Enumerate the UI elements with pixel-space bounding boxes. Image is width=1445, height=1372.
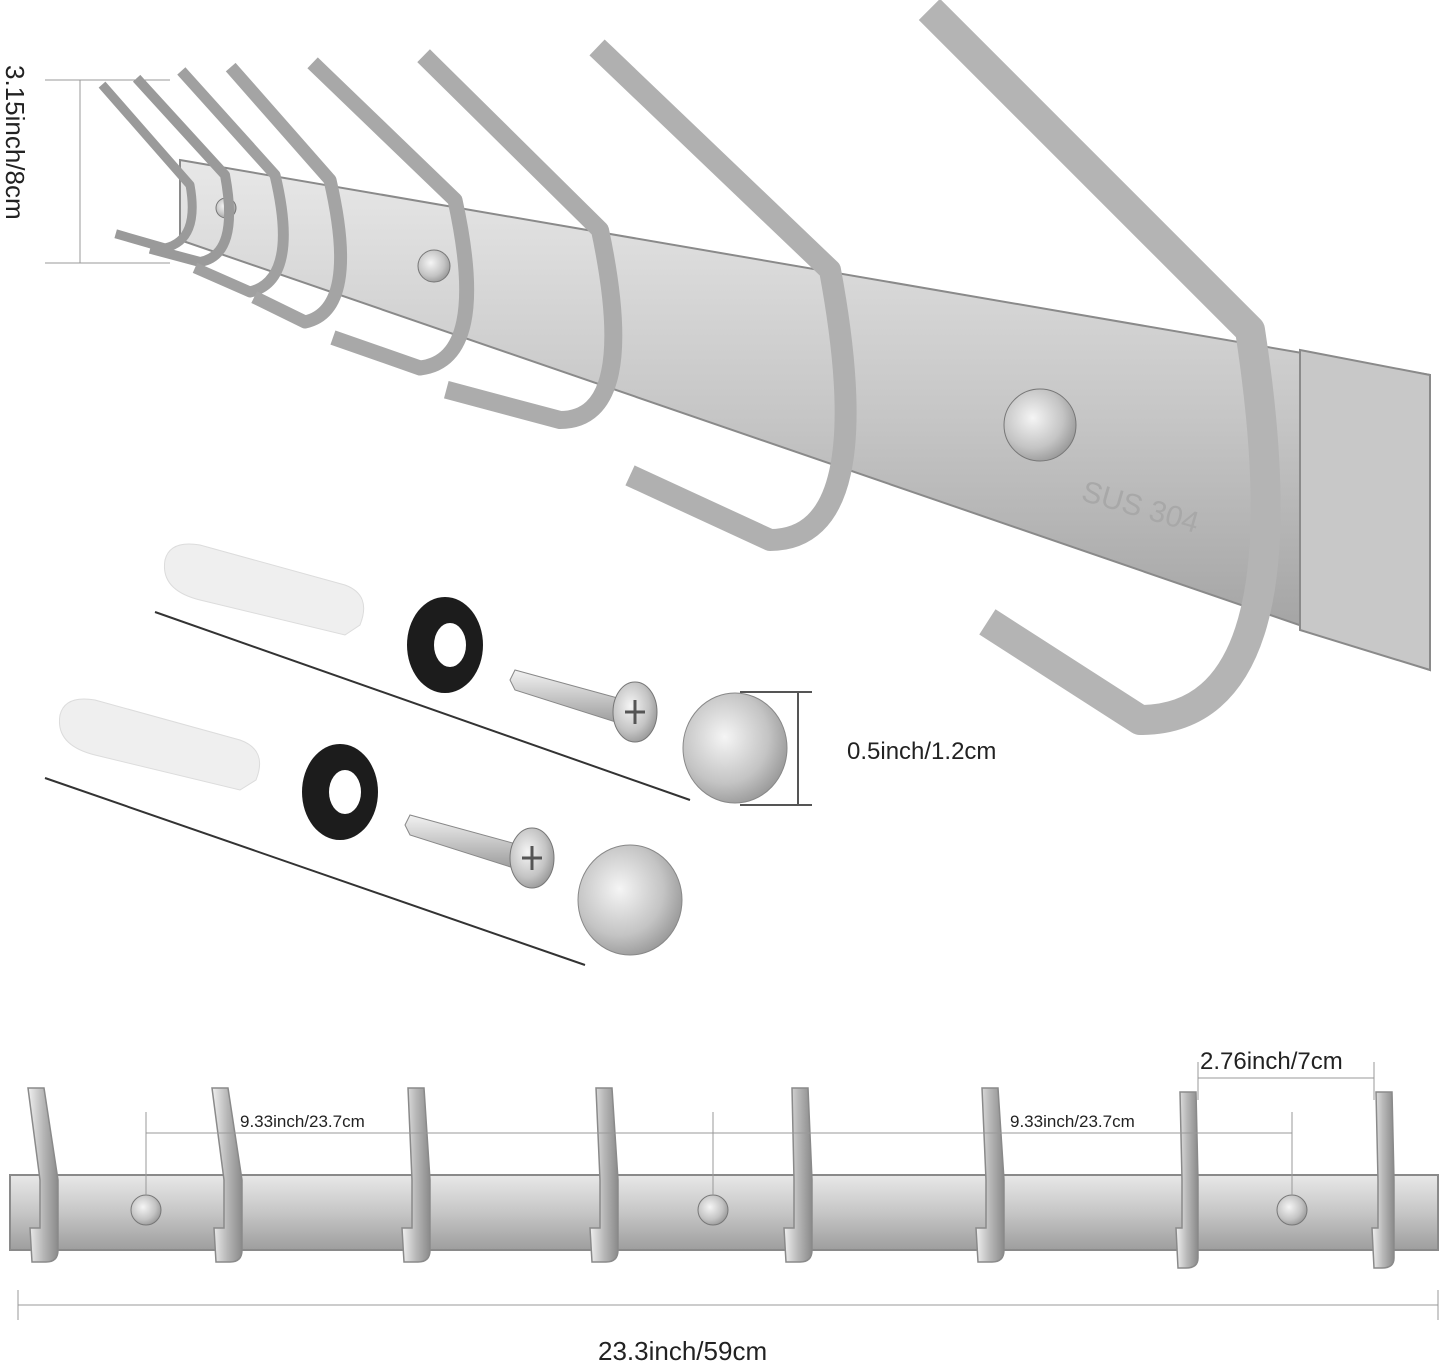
hook [27, 1087, 59, 1263]
screw [509, 669, 658, 743]
wall-anchor [58, 698, 260, 791]
hook [1371, 1091, 1395, 1269]
hook [918, 0, 1281, 735]
cap-diameter-label: 0.5inch/1.2cm [847, 738, 997, 765]
front-dimensions [17, 1062, 1439, 1320]
hook [177, 67, 289, 298]
rubber-washer-hole [329, 770, 361, 814]
hole-spacing-left-label: 9.33inch/23.7cm [240, 1112, 365, 1131]
wall-anchor [163, 543, 365, 636]
hook-height-label: 3.15inch/8cm [0, 65, 30, 220]
rack-screw-cap [130, 1194, 162, 1226]
rubber-washer-hole [434, 623, 466, 667]
decorative-cap [682, 692, 788, 804]
rack-screw-cap [1276, 1194, 1308, 1226]
hook [1175, 1091, 1199, 1269]
hook-height-dimension [45, 79, 170, 264]
rack-screw-cap [697, 1194, 729, 1226]
rack-end-plate [1299, 348, 1431, 672]
front-view-rack [9, 1087, 1439, 1269]
hook-spacing-label: 2.76inch/7cm [1200, 1048, 1343, 1075]
hook [98, 81, 197, 253]
rack-screw-cap [1003, 388, 1077, 462]
hook [401, 1087, 431, 1263]
hook [132, 74, 235, 267]
hook [225, 62, 348, 329]
decorative-cap [577, 844, 683, 956]
hole-spacing-right-label: 9.33inch/23.7cm [1010, 1112, 1135, 1131]
mounting-hardware [44, 543, 788, 966]
perspective-hooks [98, 0, 1281, 735]
total-length-label: 23.3inch/59cm [598, 1336, 768, 1366]
rack-screw-cap [417, 249, 451, 283]
hook [975, 1087, 1005, 1263]
hook [211, 1087, 243, 1263]
assembly-axis-line [154, 611, 691, 801]
hook [307, 57, 475, 376]
assembly-axis-line [44, 777, 586, 966]
hook [783, 1087, 813, 1263]
hook [589, 1087, 619, 1263]
hook [417, 49, 623, 429]
perspective-rack: SUS 304 [98, 0, 1431, 735]
cap-diameter-dimension [740, 691, 812, 806]
screw [404, 814, 555, 889]
front-hooks [27, 1087, 1395, 1269]
hook [589, 39, 857, 551]
